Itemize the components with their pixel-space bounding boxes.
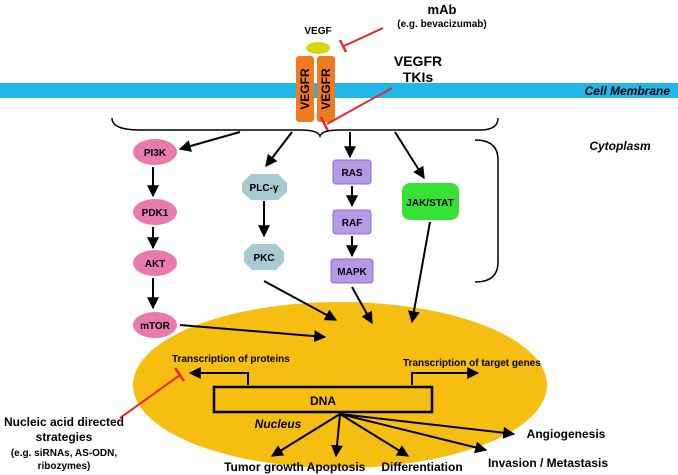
tki-inhibition-bar — [319, 116, 330, 132]
jak-stat-label: JAK/STAT — [406, 198, 453, 209]
mtor-label: mTOR — [140, 321, 171, 332]
mapk-node — [330, 258, 374, 284]
nucleus-label: Nucleus — [255, 417, 302, 431]
pi3k-label: PI3K — [144, 148, 167, 159]
outcome-invasion: Invasion / Metastasis — [488, 456, 608, 470]
vegf-ligand — [306, 42, 330, 54]
outcome-differentiation: Differentiation — [381, 460, 462, 474]
jak-stat-node — [402, 183, 459, 220]
nucleic-inhibition-bar — [173, 367, 186, 382]
mab-inhibition-line — [343, 27, 384, 47]
transcription-target-label: Transcription of target genes — [403, 358, 541, 369]
nucleic-label-line3: (e.g. siRNAs, AS-ODN, — [11, 448, 118, 459]
ras-label: RAS — [341, 168, 362, 179]
receptor-right — [317, 56, 335, 122]
pi3k-node — [133, 139, 177, 165]
cell-membrane-label: Cell Membrane — [585, 84, 671, 98]
receptor-right-label: VEGFR — [319, 68, 333, 110]
mab-inhibition-bar — [338, 39, 348, 53]
arrow-to-pi3k — [178, 131, 241, 152]
cytoplasm-brace — [111, 117, 499, 139]
raf-node — [332, 209, 372, 235]
dna-box — [212, 385, 434, 414]
arrow-to-jak — [394, 131, 425, 180]
pkc-node — [244, 244, 284, 270]
pkc-label: PKC — [253, 253, 274, 264]
nucleic-inhibition-line — [119, 374, 181, 419]
transcription-proteins-arrow — [188, 367, 249, 385]
nucleic-label-line2: strategies — [36, 430, 93, 444]
cell-membrane — [0, 83, 678, 98]
arrow-mtor-nucleus — [179, 324, 327, 343]
akt-label: AKT — [145, 259, 166, 270]
arrow-invasion — [339, 413, 488, 454]
receptor-left-label: VEGFR — [298, 68, 312, 110]
raf-label: RAF — [342, 218, 363, 229]
vegf-label: VEGF — [304, 26, 331, 37]
ras-node — [332, 159, 372, 185]
outcome-apoptosis: Apoptosis — [307, 460, 366, 474]
cytoplasm-label: Cytoplasm — [589, 139, 651, 153]
mab-label: mAb — [428, 2, 457, 17]
mapk-label: MAPK — [337, 267, 367, 278]
mab-example: (e.g. bevacizumab) — [397, 19, 486, 30]
arrow-tumor-growth — [270, 413, 341, 457]
nucleic-label-line4: ribozymes) — [38, 461, 91, 472]
cytoplasm-side-brace — [474, 139, 499, 283]
arrow-pkc-nucleus — [263, 280, 338, 321]
tki-label-line1: VEGFR — [394, 53, 442, 69]
akt-node — [133, 250, 177, 276]
plc-label: PLC-γ — [250, 183, 279, 194]
arrow-jak-nucleus — [408, 221, 431, 324]
pdk1-label: PDK1 — [142, 208, 169, 219]
arrow-differentiation — [339, 413, 410, 457]
arrow-angiogenesis — [339, 413, 516, 439]
pdk1-node — [133, 199, 177, 225]
receptor-left — [296, 56, 314, 122]
transcription-proteins-label: Transcription of proteins — [172, 354, 290, 365]
plc-node — [242, 174, 287, 200]
outcome-tumor-growth: Tumor growth — [224, 460, 304, 474]
arrow-apoptosis — [331, 413, 343, 458]
arrow-mapk-nucleus — [351, 286, 373, 325]
transcription-target-arrow — [411, 367, 480, 385]
dna-label: DNA — [310, 394, 336, 408]
mtor-node — [133, 312, 177, 338]
tki-label-line2: TKIs — [403, 69, 434, 85]
nucleic-label-line1: Nucleic acid directed — [4, 415, 124, 429]
outcome-angiogenesis: Angiogenesis — [527, 427, 606, 441]
arrow-to-plc — [265, 131, 293, 167]
tki-inhibition-line — [326, 87, 393, 125]
